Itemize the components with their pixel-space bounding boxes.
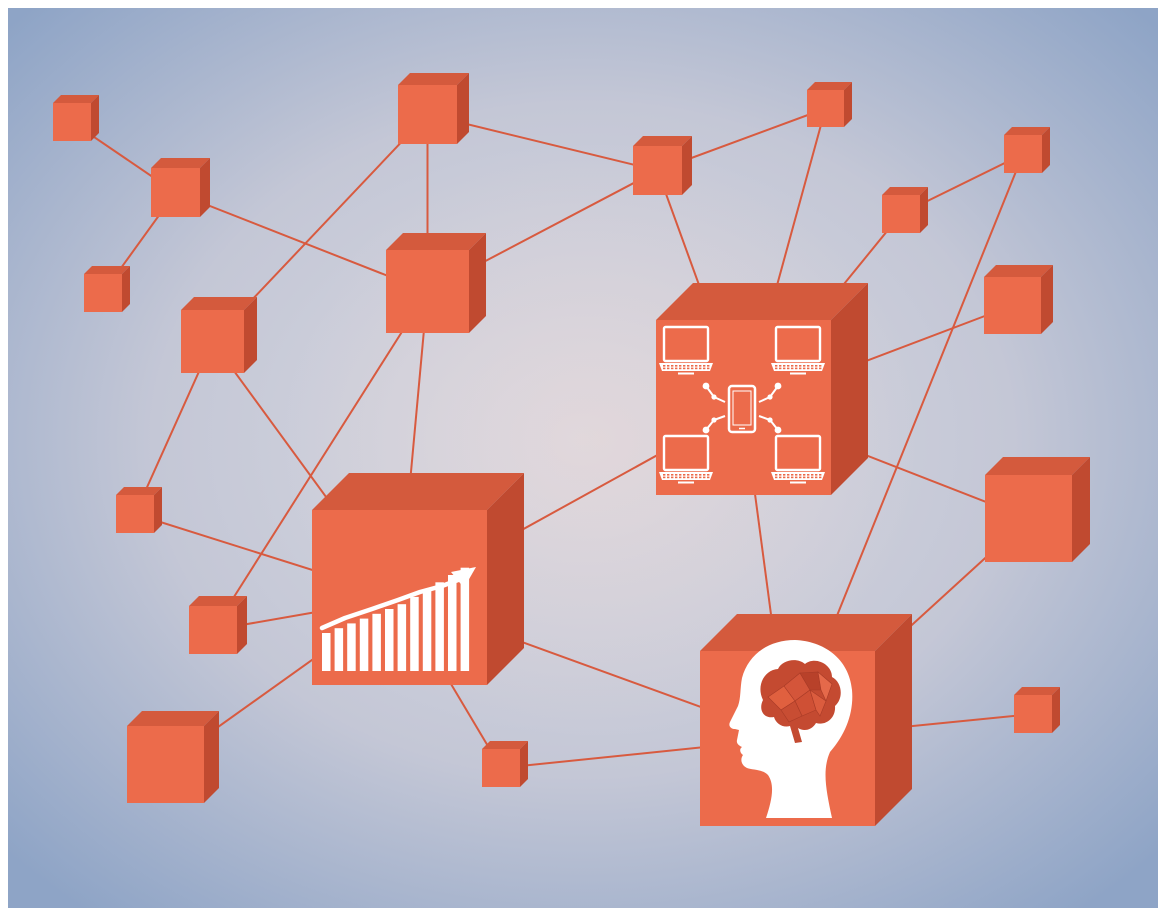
cube-node [807, 82, 852, 127]
cube-node [189, 596, 247, 654]
connection-line [212, 290, 429, 631]
cube-node [127, 711, 219, 803]
cube-node [1014, 687, 1060, 733]
laptop-icon [771, 325, 825, 375]
connector-node [758, 415, 782, 434]
cube-node [482, 741, 528, 787]
laptop-icon [659, 434, 713, 484]
connector-node [702, 415, 726, 434]
cube-node [53, 95, 99, 141]
cube-node [116, 487, 162, 533]
cube-node [1004, 127, 1050, 173]
cube-node [151, 158, 210, 217]
cube-node [985, 457, 1090, 562]
bar-chart-rising-arrow-icon [319, 567, 476, 671]
cube-node [633, 136, 692, 195]
human-head-with-brain-icon [729, 640, 853, 818]
laptop-icon [659, 325, 713, 375]
cube-node [386, 233, 486, 333]
brain-icon [760, 660, 841, 743]
connector-node [702, 382, 726, 403]
laptop-icon [771, 434, 825, 484]
connector-node [758, 382, 782, 403]
cube-node [398, 73, 469, 144]
cube-node [882, 187, 928, 233]
device-network-cube [656, 283, 868, 495]
cube-node [84, 266, 130, 312]
laptops-connected-to-phone-icon [659, 325, 825, 484]
cube-node [181, 297, 257, 373]
cube-node [984, 265, 1053, 334]
connection-line [175, 191, 428, 293]
smartphone-icon [727, 384, 757, 434]
